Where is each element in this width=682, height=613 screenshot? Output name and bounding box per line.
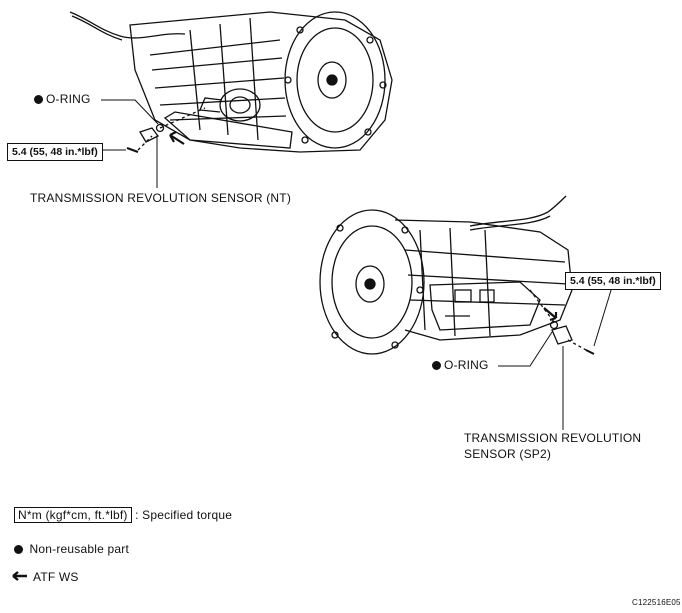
bottom-transmission-illustration — [319, 195, 613, 430]
nonreusable-dot-icon — [432, 361, 441, 370]
top-torque-spec: 5.4 (55, 48 in.*lbf) — [7, 143, 103, 161]
legend-torque: N*m (kgf*cm, ft.*lbf) : Specified torque — [14, 507, 233, 523]
nonreusable-dot-icon — [34, 95, 43, 104]
atf-arrow-icon — [12, 571, 27, 581]
atf-arrow-top — [169, 131, 185, 145]
bottom-oring-label: O-RING — [432, 358, 489, 372]
top-sensor-label: TRANSMISSION REVOLUTION SENSOR (NT) — [30, 191, 292, 205]
figure-id: C122516E05 — [632, 598, 681, 607]
top-transmission-illustration — [69, 11, 393, 188]
legend-torque-unit: N*m (kgf*cm, ft.*lbf) — [14, 507, 132, 523]
bottom-sensor-label-line2: SENSOR (SP2) — [464, 447, 552, 461]
legend-atf-text: ATF WS — [33, 570, 79, 584]
nonreusable-dot-icon — [14, 545, 23, 554]
legend-nonreusable-text: Non-reusable part — [29, 542, 129, 556]
legend-nonreusable: Non-reusable part — [14, 542, 129, 556]
top-oring-label: O-RING — [34, 92, 91, 106]
legend-torque-desc: : Specified torque — [135, 508, 233, 522]
bottom-sensor-label-line1: TRANSMISSION REVOLUTION — [464, 431, 642, 445]
atf-arrow-bottom — [543, 307, 558, 322]
bottom-torque-spec: 5.4 (55, 48 in.*lbf) — [565, 272, 661, 290]
